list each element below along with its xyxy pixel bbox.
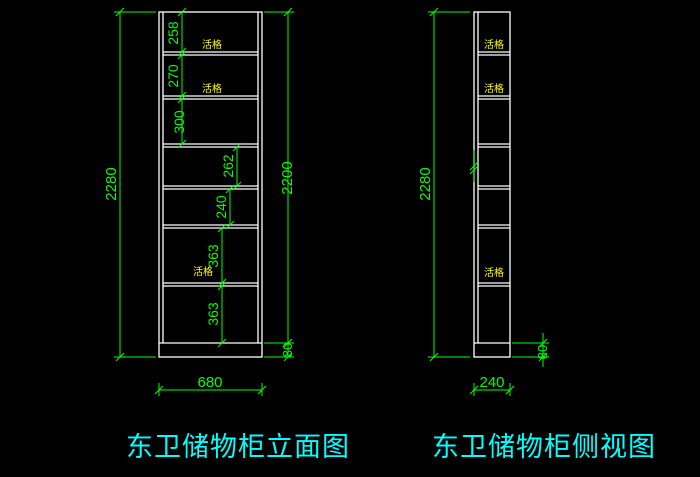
front-base-height-label: 80 — [280, 343, 295, 357]
front-inner-height-label: 2200 — [279, 161, 296, 194]
side-depth-dimension — [469, 383, 515, 396]
side-base-height-dimension — [512, 333, 549, 367]
side-movable-shelf-label-2: 活格 — [484, 82, 504, 95]
front-width-dimension — [154, 383, 267, 396]
front-elevation: 2280 2200 80 680 — [103, 7, 296, 396]
front-overall-height-label: 2280 — [103, 167, 120, 200]
front-overall-height-dimension — [114, 7, 156, 362]
front-cabinet-outline — [158, 11, 263, 358]
side-view-title: 东卫储物柜侧视图 — [432, 432, 656, 463]
shelf-dimension-lines — [181, 12, 238, 343]
side-movable-shelf-label-1: 活格 — [484, 38, 504, 51]
front-movable-shelf-label-1: 活格 — [202, 38, 222, 51]
side-overall-height-dimension — [428, 7, 470, 362]
shelf-height-5: 240 — [213, 195, 229, 219]
shelf-height-6: 363 — [205, 244, 221, 268]
front-base-height-dimension — [264, 343, 294, 362]
side-depth-label: 240 — [479, 374, 504, 391]
shelf-dimension-ticks — [177, 7, 242, 348]
side-dimension-marker — [469, 150, 479, 182]
front-movable-shelf-label-3: 活格 — [193, 265, 213, 278]
shelf-height-1: 258 — [165, 21, 181, 45]
side-movable-shelf-label-3: 活格 — [484, 266, 504, 279]
shelf-height-2: 270 — [165, 64, 181, 88]
front-movable-shelf-label-2: 活格 — [202, 82, 222, 95]
front-inner-height-dimension — [264, 7, 294, 348]
side-overall-height-label: 2280 — [417, 167, 434, 200]
side-base-height-label: 80 — [535, 345, 550, 359]
front-elevation-title: 东卫储物柜立面图 — [126, 432, 350, 463]
shelf-height-7: 363 — [205, 302, 221, 326]
front-width-label: 680 — [197, 374, 222, 391]
shelf-height-3: 300 — [171, 110, 187, 134]
shelf-height-4: 262 — [220, 154, 236, 178]
side-view: 2280 80 240 活格 活格 活格 — [417, 7, 550, 396]
side-cabinet-outline — [473, 11, 511, 358]
side-shelves — [478, 51, 510, 287]
